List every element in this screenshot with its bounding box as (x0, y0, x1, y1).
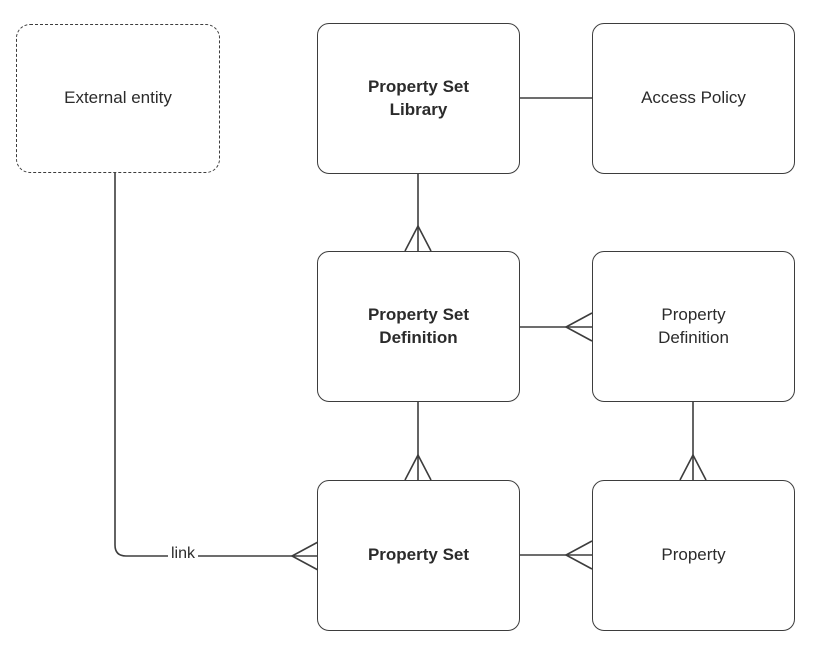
edge-set-to-definition-arrowhead (404, 453, 432, 481)
node-property-set[interactable]: Property Set (317, 480, 520, 631)
node-property-set-label: Property Set (367, 545, 470, 565)
node-access-policy-label: Access Policy (641, 88, 746, 108)
edge-propdef-to-setdef-arrowhead (564, 312, 593, 342)
node-property-set-definition-label: Property Set Definition (367, 304, 470, 347)
node-access-policy[interactable]: Access Policy (592, 23, 795, 174)
edge-property-to-propdef-arrowhead (679, 453, 707, 481)
node-property-definition-label: Property Definition (658, 304, 729, 347)
node-external-entity-label: External entity (64, 88, 172, 108)
edge-property-to-set-arrowhead (564, 540, 593, 570)
edge-external-to-set-arrowhead (290, 541, 319, 571)
node-property[interactable]: Property (592, 480, 795, 631)
node-property-set-library-label: Property Set Library (367, 76, 470, 119)
node-property-set-library[interactable]: Property Set Library (317, 23, 520, 174)
node-property-set-definition[interactable]: Property Set Definition (317, 251, 520, 402)
edge-label-link: link (168, 546, 199, 562)
node-external-entity[interactable]: External entity (16, 24, 220, 173)
edge-external-to-set-line (114, 173, 318, 557)
node-property-definition[interactable]: Property Definition (592, 251, 795, 402)
edge-definition-to-library-arrowhead (404, 224, 432, 252)
node-property-label: Property (661, 545, 726, 565)
